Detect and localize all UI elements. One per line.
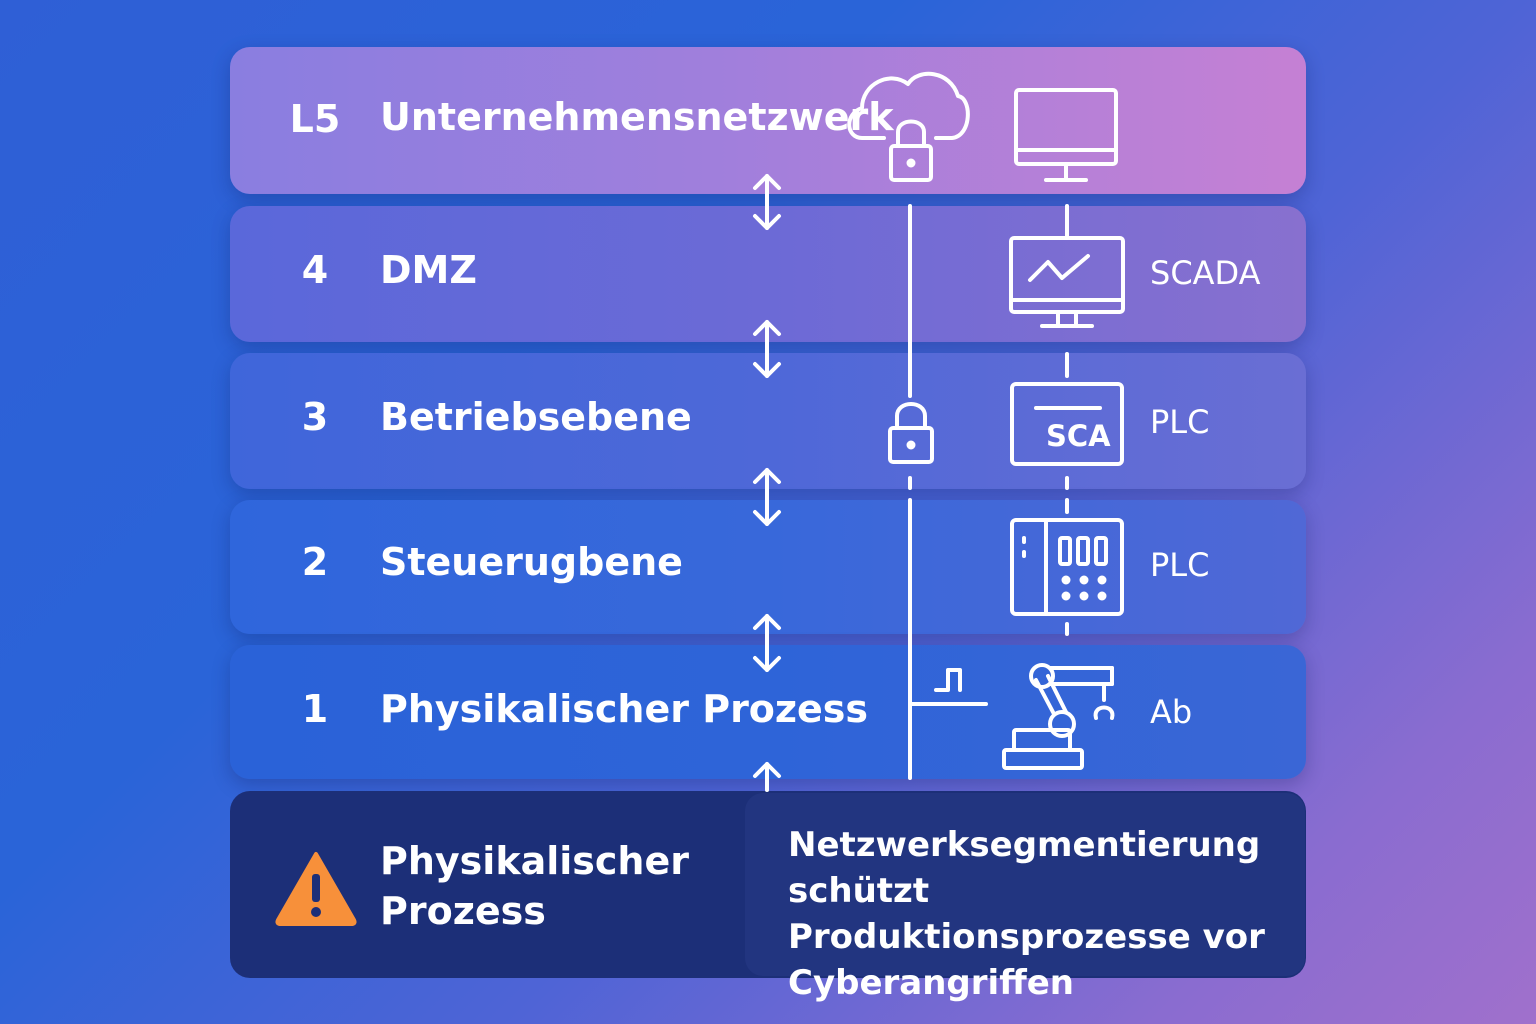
- cloud-lock-icon: [847, 71, 970, 182]
- warning-icon: [275, 852, 357, 926]
- layer-name: DMZ: [380, 248, 477, 292]
- device-label-plc: PLC: [1150, 403, 1210, 441]
- plc-controller-icon: [1010, 518, 1124, 616]
- padlock-icon: [888, 402, 934, 464]
- layer-name: Betriebsebene: [380, 395, 692, 439]
- sca-device-label: SCA: [1046, 419, 1111, 453]
- layer-2-row: 2 Steuerugbene PLC: [230, 500, 1306, 634]
- monitor-icon: [1014, 88, 1118, 182]
- device-label-ab: Ab: [1150, 693, 1193, 731]
- device-label-scada: SCADA: [1150, 254, 1261, 292]
- layer-number: L5: [289, 97, 341, 141]
- sca-device-icon: [1010, 382, 1124, 466]
- bottom-title: Physikalischer Prozess: [380, 839, 689, 933]
- robot-arm-icon: [1002, 663, 1115, 770]
- layer-name: Unternehmensnetzwerk: [380, 95, 894, 139]
- layer-3-row: 3 Betriebsebene PLC: [230, 353, 1306, 489]
- double-arrow-icon: [753, 468, 781, 526]
- layer-name: Physikalischer Prozess: [380, 687, 869, 731]
- layer-number: 1: [301, 687, 329, 731]
- scada-monitor-icon: [1009, 236, 1125, 328]
- device-label-plc: PLC: [1150, 546, 1210, 584]
- segmentation-note: Netzwerksegmentierung schützt Produktion…: [788, 825, 1265, 1003]
- up-arrow-icon: [753, 762, 781, 792]
- layer-number: 2: [301, 540, 329, 584]
- double-arrow-icon: [753, 320, 781, 378]
- layer-5-row: L5 Unternehmensnetzwerk: [230, 47, 1306, 194]
- double-arrow-icon: [753, 174, 781, 230]
- layer-number: 3: [301, 395, 329, 439]
- note-box: [745, 793, 1305, 976]
- layer-number: 4: [301, 248, 329, 292]
- double-arrow-icon: [753, 614, 781, 672]
- signal-pulse-icon: [910, 668, 988, 706]
- layer-name: Steuerugbene: [380, 540, 683, 584]
